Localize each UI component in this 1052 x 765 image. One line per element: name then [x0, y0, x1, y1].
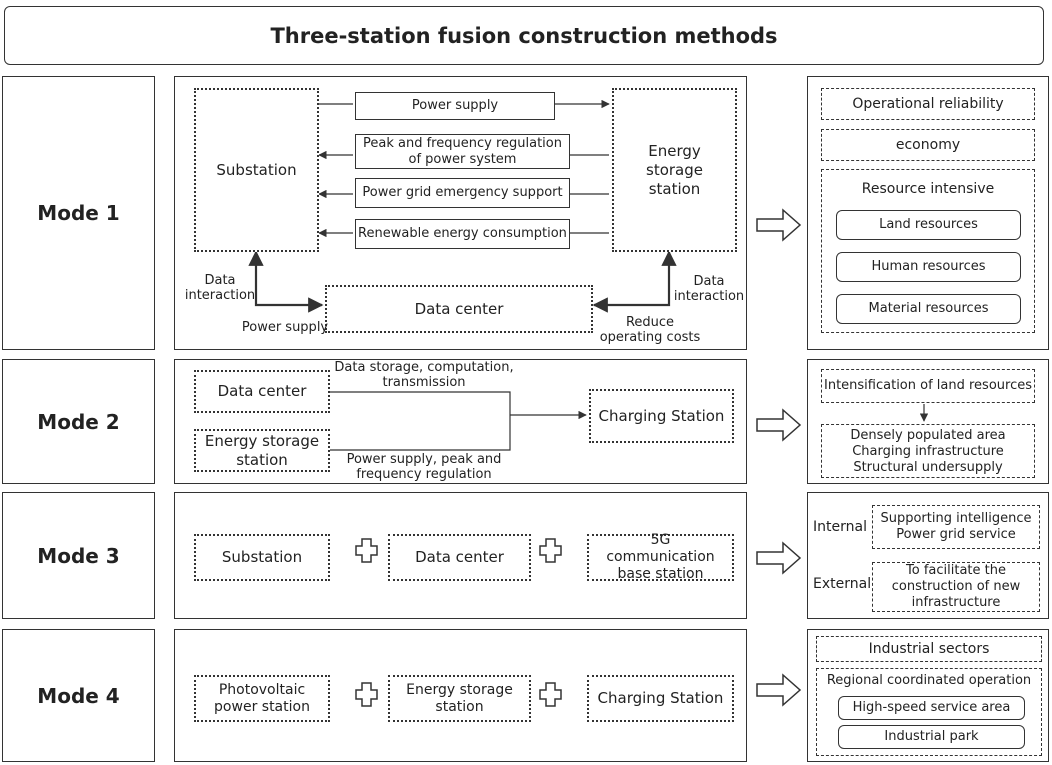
function-peak-frequency-regulation: Peak and frequency regulation of power s… [355, 134, 570, 169]
resource-human: Human resources [836, 252, 1021, 282]
reduce-operating-costs-label: Reduce operating costs [599, 315, 701, 345]
mode-4-charging-station: Charging Station [587, 675, 734, 722]
area-high-speed-service: High-speed service area [838, 696, 1025, 720]
mode-4-energy-storage-station: Energy storage station [388, 675, 531, 722]
benefit-external: To facilitate the construction of new in… [872, 562, 1040, 612]
data-storage-label: Data storage, computation, transmission [334, 360, 514, 390]
resource-material: Material resources [836, 294, 1021, 324]
benefit-regional-title: Regional coordinated operation [826, 673, 1032, 688]
benefit-internal: Supporting intelligence Power grid servi… [872, 505, 1040, 549]
mode-4-photovoltaic-station: Photovoltaic power station [194, 675, 330, 722]
mode-1-substation: Substation [194, 88, 319, 252]
mode-2-charging-station: Charging Station [589, 389, 734, 443]
benefit-charging-undersupply: Densely populated area Charging infrastr… [821, 424, 1035, 478]
function-renewable-consumption: Renewable energy consumption [355, 219, 570, 249]
mode-1-data-center: Data center [325, 285, 593, 333]
external-label: External [813, 576, 872, 592]
mode-2-label: Mode 2 [2, 359, 155, 484]
function-power-supply: Power supply [355, 92, 555, 120]
benefit-resource-intensive-title: Resource intensive [861, 180, 995, 197]
benefit-densely-populated: Densely populated area [850, 428, 1006, 443]
power-supply-label: Power supply [241, 320, 329, 335]
mode-2-energy-storage-station: Energy storage station [194, 429, 330, 472]
power-supply-regulation-label: Power supply, peak and frequency regulat… [346, 452, 502, 482]
left-data-interaction-label: Data interaction [184, 273, 256, 303]
right-data-interaction-label: Data interaction [673, 274, 745, 304]
function-grid-emergency-support: Power grid emergency support [355, 178, 570, 208]
mode-4-label: Mode 4 [2, 629, 155, 762]
benefit-economy: economy [821, 129, 1035, 161]
area-industrial-park: Industrial park [838, 725, 1025, 749]
benefit-land-intensification: Intensification of land resources [821, 369, 1035, 403]
mode-3-5g-base-station: 5G communication base station [587, 532, 734, 582]
benefit-operational-reliability: Operational reliability [821, 88, 1035, 120]
internal-label: Internal [813, 519, 867, 535]
benefit-charging-infrastructure: Charging infrastructure [852, 444, 1004, 459]
mode-3-label: Mode 3 [2, 492, 155, 619]
mode-1-energy-storage-station: Energy storage station [612, 88, 737, 252]
mode-1-label: Mode 1 [2, 76, 155, 350]
benefit-industrial-sectors: Industrial sectors [816, 636, 1042, 662]
mode-3-substation: Substation [194, 534, 330, 581]
diagram-title: Three-station fusion construction method… [4, 6, 1044, 65]
mode-2-data-center: Data center [194, 370, 330, 413]
benefit-structural-undersupply: Structural undersupply [853, 460, 1003, 475]
resource-land: Land resources [836, 210, 1021, 240]
mode-3-data-center: Data center [388, 534, 531, 581]
